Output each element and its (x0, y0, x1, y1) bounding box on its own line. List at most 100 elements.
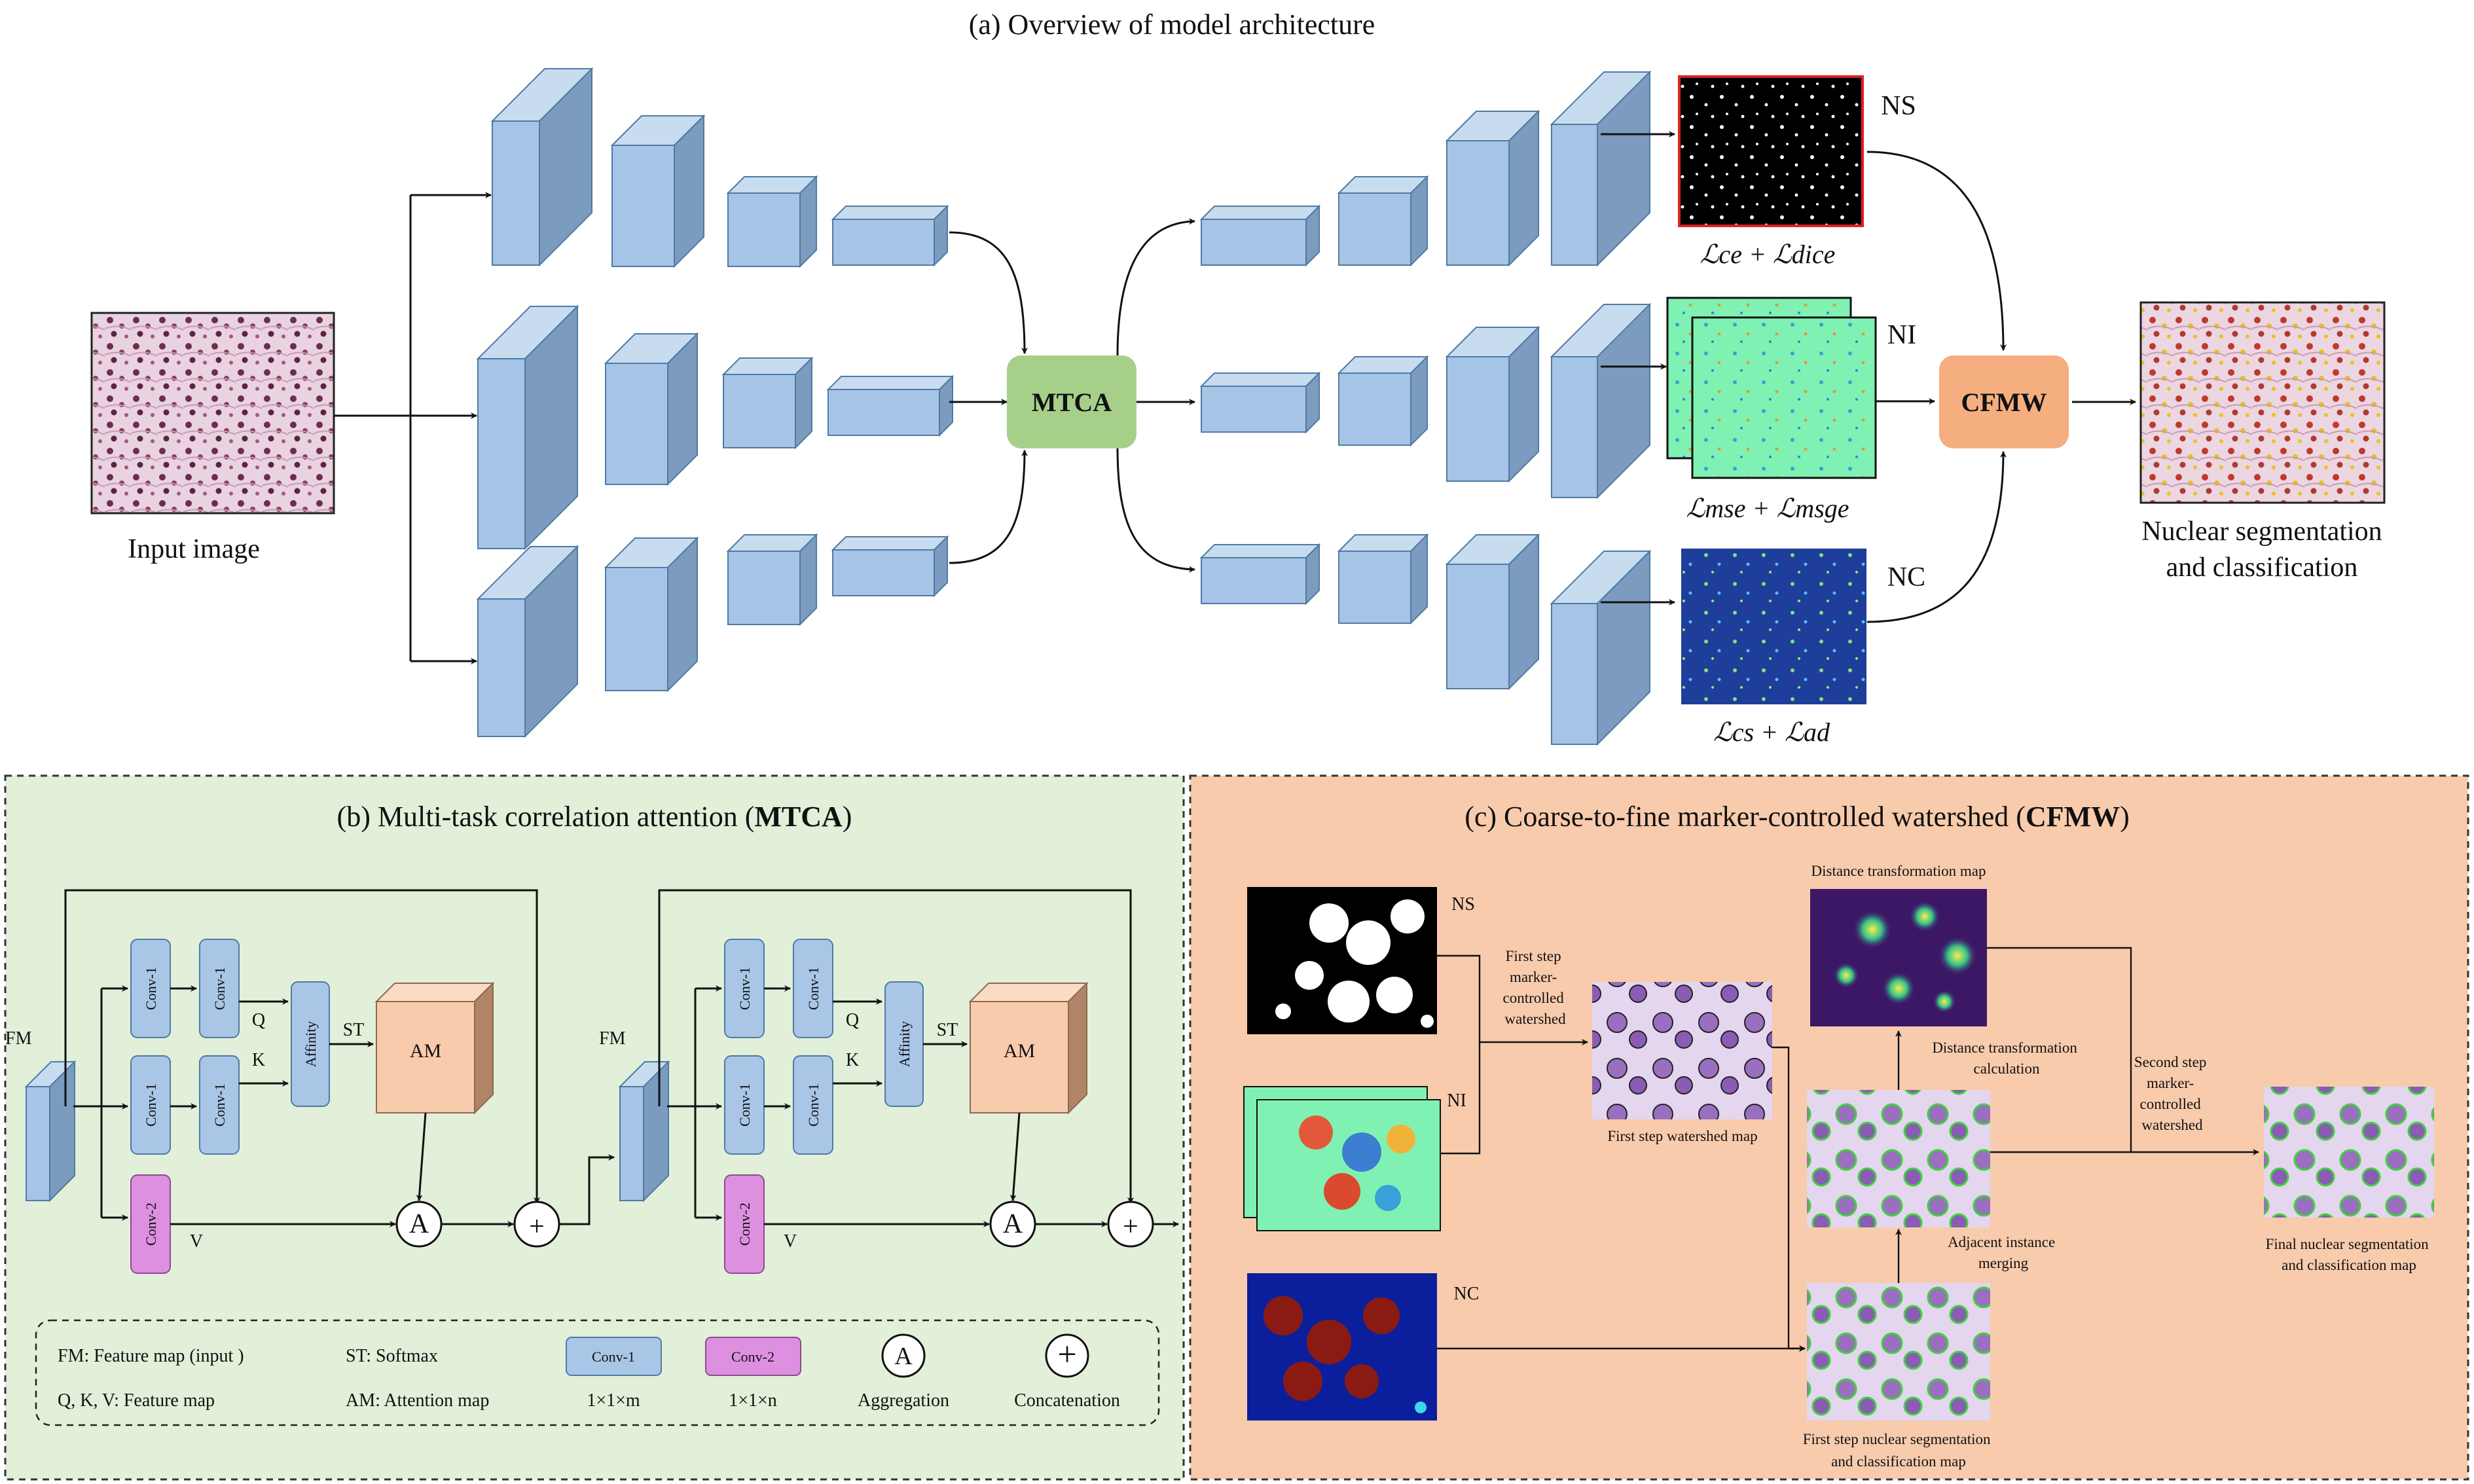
panel-c-title-prefix: (c) Coarse-to-fine marker-controlled wat… (1464, 801, 2026, 833)
v-conv2-1: Conv-2 (130, 1174, 171, 1274)
first-seg-label: First step nuclear segmentation and clas… (1803, 1431, 1995, 1470)
affinity-2: Affinity (884, 981, 924, 1107)
q-conv1-a-2: Conv-1 (724, 939, 765, 1038)
first-step-text: First step marker- controlled watershed (1503, 948, 1568, 1027)
decoder-1-block-3 (1445, 109, 1540, 267)
final-map-label: Final nuclear segmentation and classific… (2266, 1236, 2433, 1273)
affinity-1: Affinity (291, 981, 330, 1107)
arrow-mtca-to-decoder-1 (1116, 218, 1195, 356)
legend-conv2-label: Conv-2 (731, 1348, 774, 1365)
st-label-2: ST (937, 1020, 958, 1040)
cfmw-ns-blobs (1275, 899, 1434, 1028)
q-conv1-b-2-label: Conv-1 (805, 967, 822, 1010)
encoder-2-block-3 (721, 356, 814, 450)
decoder-3-block-1 (1199, 543, 1321, 606)
arrow-ns-to-first-step (1437, 954, 1588, 1045)
first-step-watershed-map (1592, 982, 1772, 1119)
panel-b-title: (b) Multi-task correlation attention (MT… (337, 801, 852, 833)
aggregation-symbol-2: A (1003, 1209, 1023, 1239)
nc-label: NC (1887, 562, 1925, 592)
ns-map (1678, 75, 1864, 227)
concat-symbol-1: + (529, 1212, 545, 1242)
k-conv1-a-1-label: Conv-1 (143, 1083, 159, 1127)
k-label-2: K (846, 1050, 859, 1070)
v-conv2-2: Conv-2 (724, 1174, 765, 1274)
panel-b: (b) Multi-task correlation attention (MT… (4, 774, 1185, 1481)
decoder-3-block-3 (1445, 533, 1540, 691)
decoder-3-block-4 (1550, 549, 1652, 746)
fm-block-2 (619, 1086, 644, 1201)
encoder-3-block-3 (726, 533, 818, 626)
k-conv1-b-1-label: Conv-1 (211, 1083, 228, 1127)
cfmw-ni-label: NI (1447, 1091, 1466, 1111)
legend-conv2-box (705, 1337, 801, 1376)
feature-blocks (476, 67, 1652, 746)
k-label-1: K (252, 1050, 265, 1070)
k-conv1-b-2: Conv-1 (793, 1055, 833, 1155)
am-label-1: AM (410, 1040, 441, 1062)
distance-map-label: Distance transformation map (1811, 863, 1986, 879)
skip-path-1 (64, 889, 540, 1204)
am-box-1 (376, 1001, 475, 1113)
output-label-line1: Nuclear segmentation (2141, 516, 2382, 547)
v-label-2: V (784, 1231, 797, 1252)
ni-map (1691, 316, 1877, 479)
decoder-2-block-1 (1199, 371, 1321, 434)
legend-conv1-dim: 1×1×m (587, 1390, 640, 1411)
cfmw-nc-blobs (1264, 1296, 1400, 1401)
decoder-3-block-2 (1337, 533, 1429, 625)
am-box-2 (970, 1001, 1069, 1113)
legend-fm: FM: Feature map (input ) (58, 1346, 244, 1366)
panel-c: (c) Coarse-to-fine marker-controlled wat… (1189, 774, 2469, 1481)
k-conv1-a-2-label: Conv-1 (737, 1083, 753, 1127)
am-to-agg-1 (416, 1112, 427, 1201)
mtca-label: MTCA (1032, 388, 1112, 417)
arrow-mtca-to-decoder-3 (1116, 448, 1195, 573)
legend-qkv: Q, K, V: Feature map (58, 1390, 215, 1411)
loss-nc: ℒcs + ℒad (1713, 717, 1830, 747)
aggregation-symbol-1: A (409, 1209, 429, 1239)
loss-ni: ℒmse + ℒmsge (1686, 494, 1849, 523)
legend-concat-icon (1045, 1333, 1089, 1378)
decoder-2-block-2 (1337, 355, 1429, 447)
legend-frame (35, 1319, 1160, 1426)
q-conv1-b-1-label: Conv-1 (211, 967, 228, 1010)
decoder-2-block-3 (1445, 325, 1540, 483)
distance-glows (1833, 901, 1977, 1013)
legend-aggregation-icon (881, 1333, 926, 1378)
affinity-2-label: Affinity (896, 1021, 913, 1067)
st-label-1: ST (343, 1020, 365, 1040)
panel-b-title-suffix: ) (843, 801, 852, 833)
panel-c-title-bold: CFMW (2026, 801, 2120, 833)
legend-am: AM: Attention map (346, 1390, 489, 1411)
panel-c-title: (c) Coarse-to-fine marker-controlled wat… (1464, 801, 2130, 833)
legend-conv1-label: Conv-1 (592, 1348, 635, 1365)
legend-st: ST: Softmax (346, 1346, 438, 1366)
legend-conv2-dim: 1×1×n (729, 1390, 777, 1411)
panel-c-title-suffix: ) (2120, 801, 2130, 833)
panel-b-title-prefix: (b) Multi-task correlation attention ( (337, 801, 755, 833)
encoder-1-block-2 (610, 114, 706, 268)
fm-label-2: FM (599, 1028, 626, 1049)
q-conv1-b-1: Conv-1 (199, 939, 240, 1038)
encoder-1-block-1 (490, 67, 594, 267)
encoder-3-block-1 (476, 545, 579, 738)
decoder-1-block-1 (1199, 204, 1321, 267)
am-label-2: AM (1004, 1040, 1035, 1062)
encoder-2-block-2 (604, 332, 699, 486)
legend-concat-symbol: + (1057, 1336, 1076, 1373)
nc-map (1681, 549, 1866, 704)
output-label-line2: and classification (2166, 552, 2358, 583)
line-distance-to-second-step (1987, 947, 2132, 1152)
arrow-nc-to-cfmw (1866, 451, 2007, 623)
input-image-label: Input image (128, 534, 260, 564)
skip-path-2 (658, 889, 1134, 1204)
cfmw-nc-cyan-dot (1415, 1402, 1427, 1413)
cfmw-ni-blobs (1299, 1115, 1415, 1211)
v-conv2-2-label: Conv-2 (737, 1203, 753, 1246)
arrow-ns-to-cfmw (1866, 151, 2007, 351)
